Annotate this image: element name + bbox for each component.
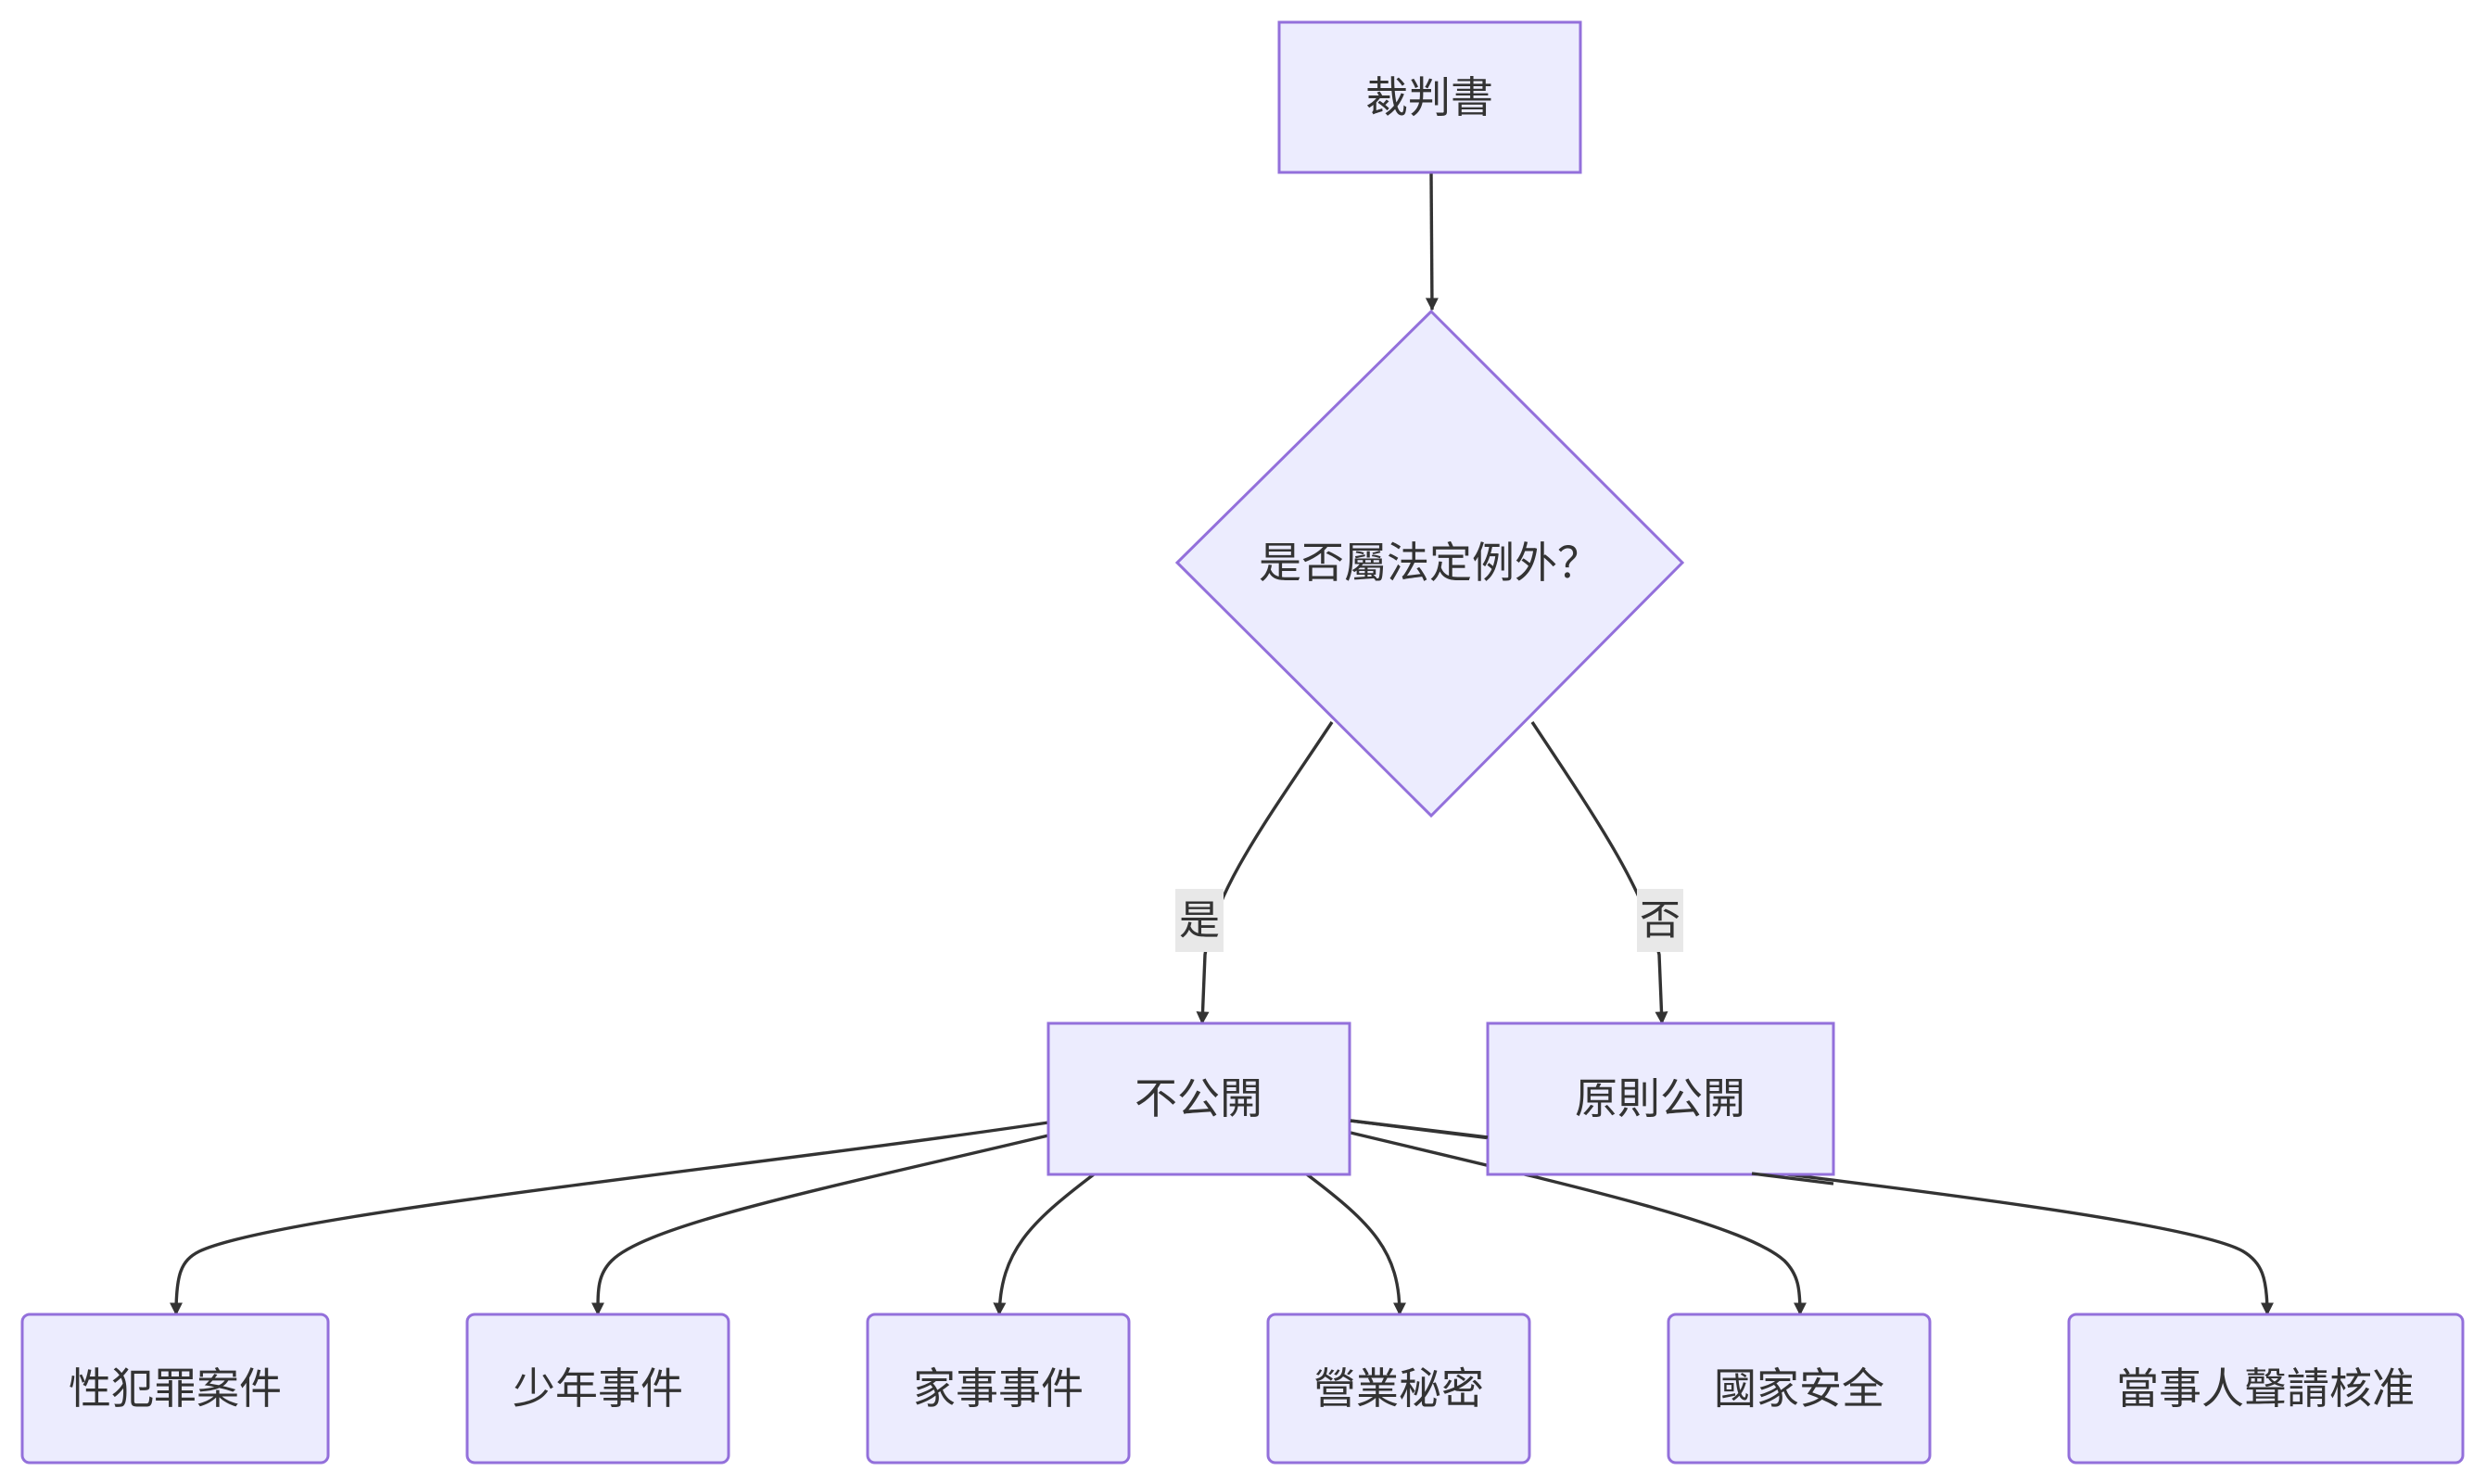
node-sex-crime: 性犯罪案件 [20, 1313, 330, 1465]
edge-label-no: 否 [1637, 889, 1683, 952]
node-family: 家事事件 [866, 1313, 1131, 1465]
node-juvenile-label: 少年事件 [513, 1364, 683, 1414]
node-family-label: 家事事件 [913, 1364, 1084, 1414]
node-decision: 是否屬法定例外？ [1174, 309, 1685, 818]
node-judgment-label: 裁判書 [1365, 72, 1493, 122]
node-party-request-label: 當事人聲請核准 [2116, 1364, 2415, 1414]
edge-crossing-segment-2 [1751, 1172, 1834, 1186]
edge-label-no-text: 否 [1640, 897, 1681, 945]
node-not-public-label: 不公開 [1135, 1073, 1262, 1123]
edge-decision-to-not-public [1196, 721, 1334, 1025]
node-public-label: 原則公開 [1575, 1073, 1745, 1123]
node-sex-crime-label: 性犯罪案件 [69, 1364, 282, 1414]
node-national-security-label: 國家安全 [1714, 1364, 1884, 1414]
node-judgment: 裁判書 [1277, 20, 1582, 174]
node-juvenile: 少年事件 [465, 1313, 730, 1465]
edge-judgment-to-decision [1425, 171, 1439, 311]
edge-not-public-to-trade-secret [1305, 1173, 1406, 1316]
node-trade-secret-label: 營業秘密 [1313, 1364, 1484, 1414]
node-party-request: 當事人聲請核准 [2067, 1313, 2465, 1465]
edge-crossing-segment [1350, 1119, 1489, 1139]
edge-label-yes: 是 [1175, 889, 1224, 952]
edge-not-public-to-juvenile [591, 1134, 1049, 1316]
edge-label-yes-text: 是 [1179, 897, 1220, 945]
node-trade-secret: 營業秘密 [1266, 1313, 1531, 1465]
node-not-public: 不公開 [1046, 1021, 1351, 1176]
edge-not-public-to-sex-crime [170, 1121, 1049, 1316]
edge-not-public-to-family [993, 1173, 1096, 1316]
node-decision-label: 是否屬法定例外？ [1259, 538, 1600, 588]
node-public: 原則公開 [1486, 1021, 1835, 1176]
edge-decision-to-public [1530, 721, 1668, 1025]
node-national-security: 國家安全 [1667, 1313, 1932, 1465]
